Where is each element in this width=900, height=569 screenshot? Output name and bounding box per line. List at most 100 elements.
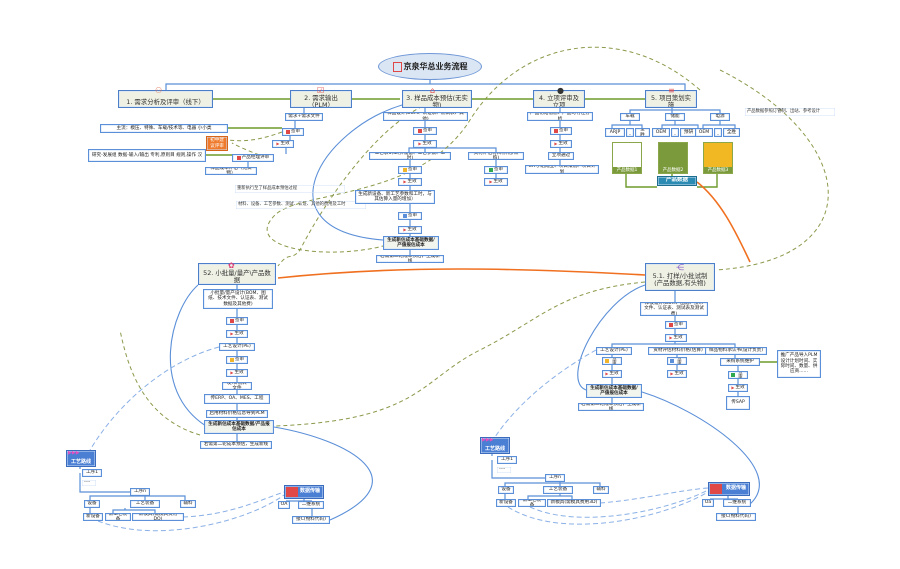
node-m4d[interactable]: 立项通过 [548, 152, 574, 160]
node-m3a[interactable]: 样品设计(BOM、认证表、测试表、其他) [383, 112, 468, 121]
node-s51q[interactable]: 若需第二轮成本预估，生成新线 [578, 403, 644, 411]
node-s52e[interactable]: 签审 [226, 356, 248, 364]
node-m3l[interactable]: 生效 [398, 226, 422, 234]
node-m3i[interactable]: 生效 [484, 178, 508, 186]
node-m3k[interactable]: 签审 [398, 212, 422, 220]
node-l8[interactable]: 新工艺装备 [105, 513, 131, 521]
node-m3d[interactable]: 工艺表1(工序/设备、工艺参数、工时) [369, 152, 451, 160]
node-s51i[interactable]: 签审 [667, 357, 687, 365]
node-m5[interactable]: 5. 项目策划实施 [645, 90, 697, 108]
node-l9[interactable]: 新模具(需模具费用DO) [132, 513, 184, 521]
node-s51[interactable]: 5.1. 打样/小批试制 (产品数据,有头物) [645, 263, 715, 291]
node-s51k[interactable]: 采购系统维护 [720, 358, 760, 366]
node-s51o[interactable]: 传SAP [726, 396, 750, 410]
node-s52i[interactable]: 启用材料价格信息导到PLM [206, 410, 268, 418]
node-s51e[interactable]: 资材评估材料价格(估算) [648, 347, 708, 355]
node-s52d[interactable]: 工艺设计(PE) [219, 343, 255, 351]
node-m4e[interactable]: CIT小组成立、项目策划、项目计划 [525, 165, 599, 174]
node-r13[interactable]: 接C(物料代码) [716, 513, 756, 521]
node-s52b[interactable]: 签审 [226, 317, 248, 325]
node-s51f[interactable]: 样品物料承认书(设计负责) [705, 347, 767, 355]
node-m4a[interactable]: 产品初始信息、产品可行性分析 [527, 112, 593, 121]
node-m2a[interactable]: 需求+需求文件 [285, 113, 323, 121]
node-r11[interactable]: Oa [702, 499, 714, 507]
node-s51l[interactable]: 推广产品导入PLM设计计划时间、实际时间、数量、供应商...... [777, 350, 821, 378]
node-s51m[interactable]: 签审 [728, 371, 748, 379]
node-r12[interactable]: 二维系统 [723, 499, 751, 507]
node-m3n[interactable]: 若需第二轮成本预估，生成新线 [376, 255, 444, 263]
node-s51d[interactable]: 工艺设计(PE) [596, 347, 632, 355]
node-l7[interactable]: 新设备 [83, 513, 103, 521]
node-m2b[interactable]: 签审 [282, 128, 304, 136]
node-s52f[interactable]: 生效 [226, 369, 248, 377]
node-s52[interactable]: 52. 小批量/量产\产品数据 [198, 263, 276, 285]
node-s52a[interactable]: 小批量/量产设计(BOM、图纸、技术文件、认证表、测试数据及其他费) [203, 289, 273, 309]
node-l11[interactable]: OA [278, 501, 290, 509]
node-m2f[interactable]: 研究-发展组 数据-输入/输出 专利,原则目 规则,操作 汉 [88, 149, 206, 162]
node-s51b[interactable]: 签审 [665, 321, 687, 329]
node-m5e[interactable]: -- [626, 128, 634, 137]
node-m5g[interactable]: OEM [652, 128, 670, 137]
node-l4[interactable]: 设备 [84, 500, 100, 508]
node-l6[interactable]: 辅料 [180, 500, 196, 508]
node-m2g[interactable]: 产品经理评审 [232, 154, 274, 162]
node-r10[interactable]: 数据传输 [708, 482, 750, 496]
node-m3c[interactable]: 生效 [413, 140, 437, 148]
node-s52g[interactable]: 发布/流转文件 [222, 382, 252, 390]
node-s52j[interactable]: 生成新估成本基础数据/产品报估成本 [204, 420, 274, 434]
node-r6[interactable]: 辅料 [593, 486, 609, 494]
node-m2[interactable]: 2. 需求输出（PLM） [290, 90, 352, 108]
node-r4[interactable]: 设备 [498, 486, 514, 494]
node-m1[interactable]: 1. 需求分析及评审（线下） [118, 90, 213, 108]
node-m4c[interactable]: 生效 [550, 140, 572, 148]
node-m3j[interactable]: 生成新设备、新工艺参数和工时，与其估算入量的增加） [355, 190, 435, 204]
node-s52h[interactable]: 传ERP、OA、MES、工程 [204, 394, 270, 404]
node-r2[interactable]: 工序1 [497, 456, 517, 464]
node-l5[interactable]: 工艺装备 [130, 500, 160, 508]
node-r7[interactable]: 新设备 [496, 499, 516, 507]
node-s51h[interactable]: 生效 [602, 370, 622, 378]
node-m3m[interactable]: 生成新估成本基础数据/产值报估成本 [383, 236, 439, 250]
node-m3[interactable]: 3. 样品成本预估(无实物) [402, 90, 472, 108]
node-m3b[interactable]: 签审 [413, 127, 437, 135]
node-s51p[interactable]: 生成新估成本基础数据/产值报估成本 [586, 384, 642, 398]
node-m5l[interactable]: 全胜 [723, 128, 740, 137]
node-l12[interactable]: 二维系统 [298, 501, 324, 509]
node-m2h[interactable]: 样品成本评估（无实物） [205, 167, 257, 175]
node-m3e[interactable]: 资材评估材料(价格/采购) [468, 152, 524, 160]
node-m5f[interactable]: 全胜 [635, 128, 650, 137]
node-l10[interactable]: 数据传输 [284, 485, 324, 499]
node-l3[interactable]: 工序n [130, 488, 150, 496]
node-m2d[interactable]: 初中建议评审 [206, 136, 228, 151]
node-r5[interactable]: 工艺装备 [543, 486, 573, 494]
node-s51g[interactable]: 签审 [602, 357, 622, 365]
node-s52c[interactable]: 生效 [226, 330, 248, 338]
node-l1[interactable]: ▶▶▶工艺路线 [66, 450, 96, 467]
node-m2e[interactable]: 生效 [272, 140, 294, 148]
node-s52k[interactable]: 若需第二轮成本预估，生成新线 [200, 441, 272, 449]
node-l2[interactable]: 工序1 [82, 469, 102, 477]
node-m5j[interactable]: OEM [695, 128, 713, 137]
node-m5k[interactable]: -- [714, 128, 722, 137]
node-s51c[interactable]: 生效 [665, 334, 687, 342]
node-l13[interactable]: 接C(物料代码) [292, 516, 330, 524]
node-m5h[interactable]: -- [671, 128, 679, 137]
node-s51n[interactable]: 生效 [728, 384, 748, 392]
node-r9[interactable]: 新模具(需模具费用3D) [547, 499, 601, 507]
node-m4b[interactable]: 签审 [550, 127, 572, 135]
node-m2c[interactable]: 主流：模压、特殊、车载/技术等、电器 小小类 [100, 124, 228, 133]
node-s51a[interactable]: 样板设计(BOM、图纸、技术文件、认证表、测试表及测试费) [640, 302, 708, 316]
node-m3h[interactable]: 签审 [484, 166, 508, 174]
node-m5m[interactable]: 产品数据 [657, 176, 697, 186]
node-r3[interactable]: 工序n [545, 474, 565, 482]
node-r1[interactable]: ▶▶▶工艺路线 [480, 437, 510, 454]
node-m5d[interactable]: ARJP [605, 128, 625, 137]
node-m3f[interactable]: 签审 [398, 166, 422, 174]
node-m3g[interactable]: 生效 [398, 178, 422, 186]
node-r8[interactable]: 新工艺装备 [518, 499, 546, 507]
node-m5b[interactable]: 储能 [665, 113, 685, 121]
node-m4[interactable]: 4. 立项评审及立项 [533, 90, 585, 108]
node-m5c[interactable]: 电源 [710, 113, 730, 121]
node-s51j[interactable]: 生效 [667, 370, 687, 378]
node-m5a[interactable]: 车载 [620, 113, 640, 121]
